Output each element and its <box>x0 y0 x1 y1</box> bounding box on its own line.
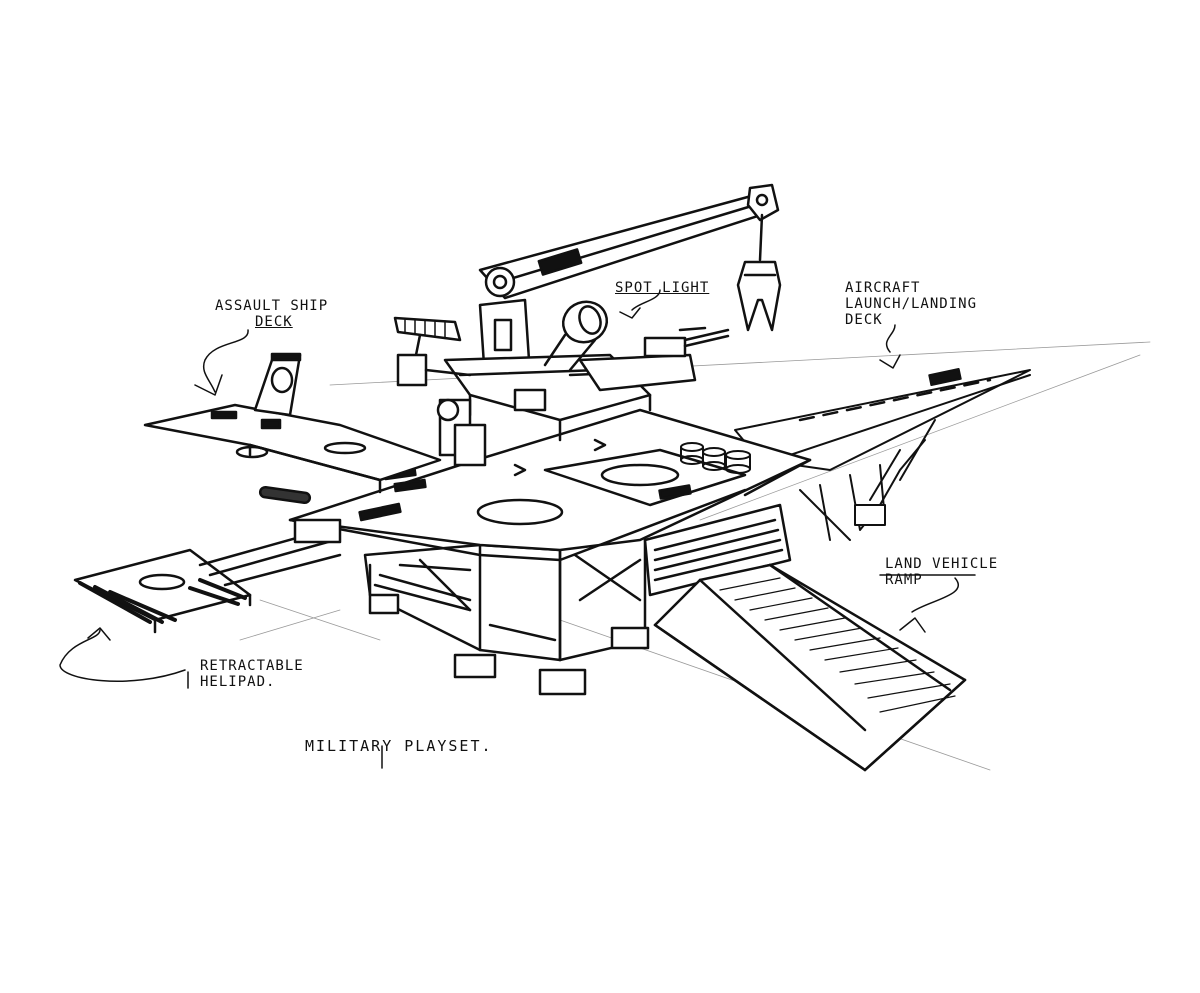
label-retractable-helipad: RETRACTABLE HELIPAD. <box>200 658 304 690</box>
drums <box>680 442 751 474</box>
crane-base <box>436 298 697 467</box>
aircraft-deck <box>734 367 1031 541</box>
label-line: RAMP <box>885 572 923 588</box>
label-line: RETRACTABLE <box>200 658 304 674</box>
retractable-helipad <box>73 485 342 634</box>
gun-turret <box>643 326 730 358</box>
platform-base <box>363 503 792 696</box>
label-line: LAND VEHICLE <box>885 556 999 572</box>
spot-light <box>543 300 609 372</box>
label-line: SPOT LIGHT <box>615 280 710 296</box>
label-spot-light: SPOT LIGHT <box>615 280 709 296</box>
land-vehicle-ramp <box>653 563 967 772</box>
label-line: LAUNCH/LANDING <box>845 296 978 312</box>
label-line: AIRCRAFT <box>845 280 921 296</box>
label-land-vehicle-ramp: LAND VEHICLE RAMP <box>885 556 998 588</box>
label-line: DECK <box>255 314 293 330</box>
annotation-arrows <box>59 289 976 769</box>
label-line: HELIPAD. <box>200 674 276 690</box>
label-aircraft-deck: AIRCRAFT LAUNCH/LANDING DECK <box>845 280 977 328</box>
radar-dish <box>393 316 472 387</box>
assault-ship-deck <box>143 352 442 494</box>
label-assault-ship-deck: ASSAULT SHIP DECK <box>215 298 328 330</box>
label-line: DECK <box>845 312 883 328</box>
label-line: ASSAULT SHIP <box>215 298 329 314</box>
sketch-title: MILITARY PLAYSET. <box>305 737 493 755</box>
crane-arm <box>478 183 782 332</box>
